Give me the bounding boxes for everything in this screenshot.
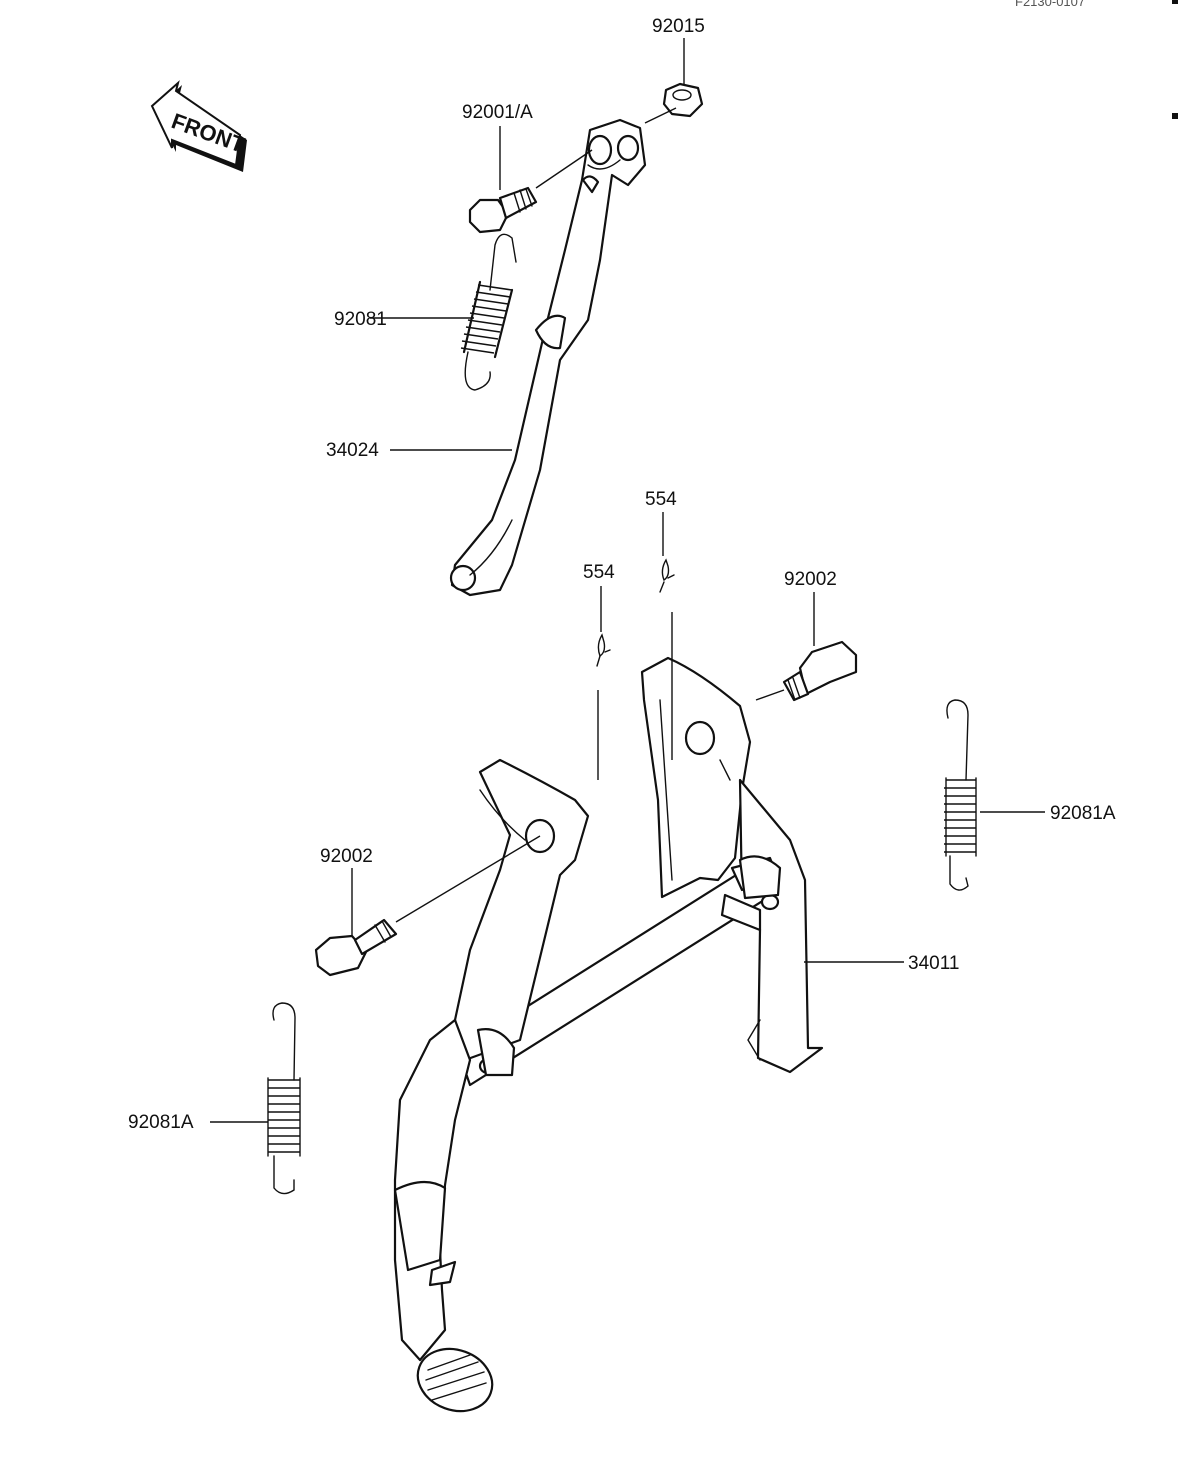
edge-tick xyxy=(1172,113,1178,119)
cotter-pin-554-right xyxy=(659,558,675,593)
cotter-pin-554-left xyxy=(596,633,611,667)
label-92002-left: 92002 xyxy=(320,846,373,867)
corner-reference-text: F2130-0107 xyxy=(1015,0,1085,9)
front-arrow-icon: FRONT xyxy=(150,80,249,172)
corner-tick xyxy=(1172,0,1178,4)
spring-92081a-left xyxy=(267,1002,301,1195)
spring-92081 xyxy=(460,233,517,391)
label-92081: 92081 xyxy=(334,309,387,330)
label-554-left: 554 xyxy=(583,562,615,583)
label-34011: 34011 xyxy=(908,953,959,974)
label-554-right: 554 xyxy=(645,489,677,510)
label-92001a: 92001/A xyxy=(462,102,533,123)
bolt-92002-right xyxy=(782,640,858,702)
label-34024: 34024 xyxy=(326,440,379,461)
bolt-92001a xyxy=(468,186,538,234)
label-92015: 92015 xyxy=(652,16,705,37)
center-stand xyxy=(393,656,824,1413)
spring-92081a-right xyxy=(944,699,977,891)
nut-92015 xyxy=(662,82,704,118)
label-92081a-right: 92081A xyxy=(1050,803,1116,824)
label-92081a-left: 92081A xyxy=(128,1112,194,1133)
leader-lines xyxy=(210,38,1045,1123)
label-92002-right: 92002 xyxy=(784,569,837,590)
side-stand xyxy=(449,118,647,597)
bolt-92002-left xyxy=(314,918,398,977)
